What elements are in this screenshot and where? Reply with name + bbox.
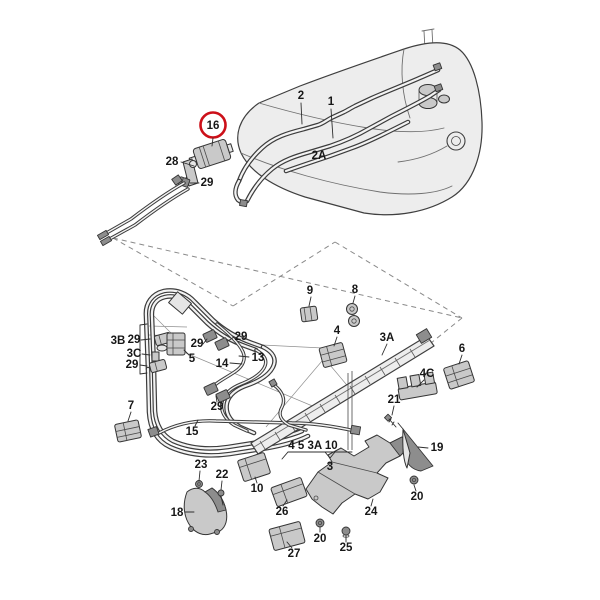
nut-20-left xyxy=(315,518,325,528)
clip-9 xyxy=(299,305,319,323)
callout-26[interactable]: 26 xyxy=(276,506,289,518)
callout-group-4-5-3A-10[interactable]: 4 5 3A 10 xyxy=(288,440,337,452)
line-end-curl xyxy=(235,62,444,208)
callout-23[interactable]: 23 xyxy=(195,459,208,471)
callout-29-c[interactable]: 29 xyxy=(126,359,139,371)
callout-3A[interactable]: 3A xyxy=(380,332,395,344)
callout-2[interactable]: 2 xyxy=(298,90,304,102)
bracket-18 xyxy=(183,487,228,536)
s-pipe xyxy=(268,378,308,432)
callout-16[interactable]: 16 xyxy=(207,120,220,132)
clips-29-lower xyxy=(203,382,231,403)
callout-14[interactable]: 14 xyxy=(216,358,229,370)
callout-4C[interactable]: 4C xyxy=(420,368,435,380)
screw-21 xyxy=(384,413,397,428)
callout-19[interactable]: 19 xyxy=(431,442,444,454)
callout-3C[interactable]: 3C xyxy=(127,348,142,360)
highlight-pointer-line xyxy=(211,137,214,147)
callout-29-filter[interactable]: 29 xyxy=(201,177,214,189)
callout-9[interactable]: 9 xyxy=(307,285,313,297)
callout-4[interactable]: 4 xyxy=(334,325,341,337)
callout-29-f[interactable]: 29 xyxy=(211,401,224,413)
clip-5 xyxy=(166,332,186,356)
pipe-15 xyxy=(147,419,362,438)
callout-25[interactable]: 25 xyxy=(340,542,353,554)
callout-29-e[interactable]: 29 xyxy=(235,331,248,343)
filter-feed-pipes xyxy=(96,174,190,247)
shield-19 xyxy=(397,422,434,472)
callout-15[interactable]: 15 xyxy=(186,426,199,438)
callout-7[interactable]: 7 xyxy=(128,400,134,412)
control-unit-10 xyxy=(237,452,271,482)
clip-6 xyxy=(443,360,475,390)
bolt-22 xyxy=(217,489,225,506)
callout-10[interactable]: 10 xyxy=(251,483,264,495)
callout-5[interactable]: 5 xyxy=(189,353,196,365)
bracket-4C xyxy=(396,371,438,401)
group-bracket-3 xyxy=(281,451,353,460)
callout-1[interactable]: 1 xyxy=(328,96,335,108)
clip-7 xyxy=(114,419,142,443)
callout-13[interactable]: 13 xyxy=(252,352,265,364)
fuel-tank xyxy=(235,28,483,216)
callout-29-d[interactable]: 29 xyxy=(191,338,204,350)
unit-26 xyxy=(270,477,308,507)
highlight-circle-16[interactable] xyxy=(199,111,227,139)
nut-20-right xyxy=(409,475,419,485)
lower-line-assembly xyxy=(114,290,475,551)
clip-4 xyxy=(318,342,348,368)
callout-6[interactable]: 6 xyxy=(459,343,465,355)
fuel-filter-assembly xyxy=(96,139,234,247)
callout-labels: 16 28 29 2 1 2A 3B 29 3C 29 5 29 29 13 1… xyxy=(111,90,466,560)
callout-24[interactable]: 24 xyxy=(365,506,378,518)
clip-8 xyxy=(346,303,360,327)
callout-21[interactable]: 21 xyxy=(388,394,401,406)
callout-27[interactable]: 27 xyxy=(288,548,301,560)
callout-20-right[interactable]: 20 xyxy=(411,491,424,503)
callout-leaders xyxy=(127,102,463,549)
bolt-23 xyxy=(195,480,203,488)
unit-27 xyxy=(268,521,306,551)
callout-2A[interactable]: 2A xyxy=(312,150,327,162)
callout-20-left[interactable]: 20 xyxy=(314,533,327,545)
callout-18[interactable]: 18 xyxy=(171,507,184,519)
callout-22[interactable]: 22 xyxy=(216,469,229,481)
callout-3[interactable]: 3 xyxy=(327,461,333,473)
filter-bracket-28 xyxy=(182,158,199,187)
harness-loop xyxy=(146,290,308,455)
callout-3B[interactable]: 3B xyxy=(111,335,126,347)
callout-28[interactable]: 28 xyxy=(166,156,179,168)
callout-8[interactable]: 8 xyxy=(352,284,359,296)
callout-29-b[interactable]: 29 xyxy=(128,334,141,346)
